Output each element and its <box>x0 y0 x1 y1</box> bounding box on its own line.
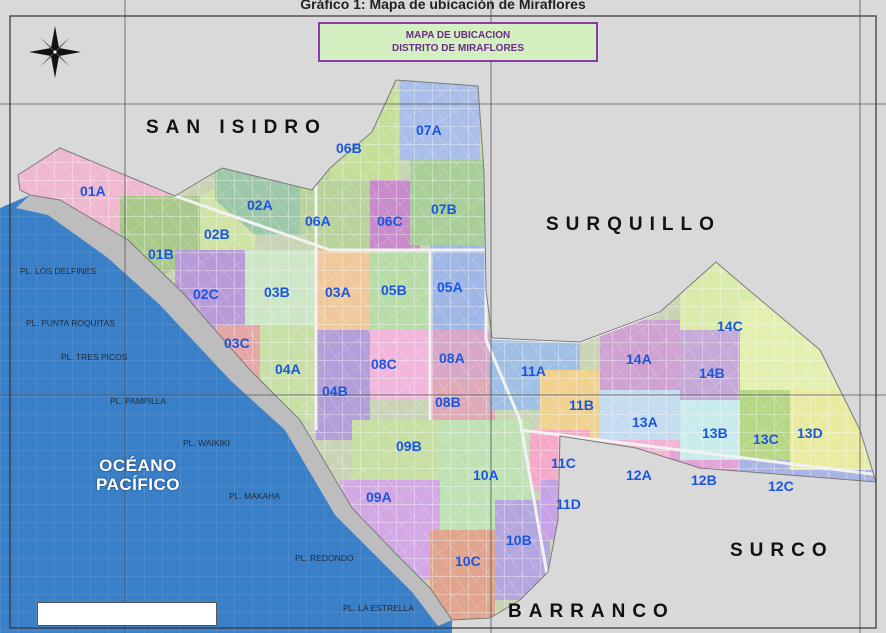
beach-label-la-estrella: PL. LA ESTRELLA <box>343 603 414 613</box>
beach-label-redondo: PL. REDONDO <box>295 553 354 563</box>
north-arrow-compass-rose-icon <box>29 26 81 78</box>
zone-label: 08C <box>371 356 397 372</box>
zone-label: 12B <box>691 472 717 488</box>
zone-label: 04B <box>322 383 348 399</box>
beach-label-punta-roquitas: PL. PUNTA ROQUITAS <box>26 318 115 328</box>
ocean-waves <box>0 195 452 633</box>
zone-label: 03B <box>264 284 290 300</box>
zone-label: 11D <box>556 496 581 512</box>
map-title-line-2: DISTRITO DE MIRAFLORES <box>391 43 525 54</box>
zone-label: 05B <box>381 282 407 298</box>
top-caption: Gráfico 1: Mapa de ubicación de Miraflor… <box>300 0 586 12</box>
district-label-surquillo: SURQUILLO <box>546 214 721 235</box>
zone-label: 10C <box>455 553 481 569</box>
coastal-strip <box>16 195 452 626</box>
map-frame <box>9 15 877 629</box>
zone-label: 11B <box>569 397 594 413</box>
beach-label-tres-picos: PL. TRES PICOS <box>61 352 128 362</box>
zone-label: 04A <box>275 361 301 377</box>
zone-label: 09A <box>366 489 392 505</box>
zone-label: 03A <box>325 284 351 300</box>
beach-label-pampilla: PL. PAMPILLA <box>110 396 167 406</box>
district-label-san-isidro: SAN ISIDRO <box>146 117 327 138</box>
beach-label-makaha: PL. MAKAHA <box>229 491 281 501</box>
zone-label: 06A <box>305 213 331 229</box>
district-label-barranco: BARRANCO <box>508 601 675 622</box>
zone-label: 02A <box>247 197 273 213</box>
zone-label: 13C <box>753 431 779 447</box>
ocean-label-line-2: PACÍFICO <box>96 475 180 494</box>
zone-label: 10A <box>473 467 499 483</box>
zone-label: 14B <box>699 365 725 381</box>
zone-label: 13D <box>797 425 823 441</box>
zone-label: 07B <box>431 201 457 217</box>
zone-label: 13A <box>632 414 658 430</box>
zone-label: 06C <box>377 213 403 229</box>
zone-label: 08B <box>435 394 461 410</box>
zone-label: 06B <box>336 140 362 156</box>
zone-label: 01A <box>80 183 106 199</box>
zone-label: 14A <box>626 351 652 367</box>
beach-label-los-delfines: PL. LOS DELFINES <box>20 266 97 276</box>
zone-label: 13B <box>702 425 728 441</box>
map-title-box: MAPA DE UBICACION DISTRITO DE MIRAFLORES <box>318 22 598 62</box>
zone-label: 08A <box>439 350 465 366</box>
zone-label: 09B <box>396 438 422 454</box>
ocean-label: OCÉANO PACÍFICO <box>96 456 180 494</box>
zone-label: 12C <box>768 478 794 494</box>
zone-label: 11A <box>521 363 546 379</box>
beach-label-waikiki: PL. WAIKIKI <box>183 438 230 448</box>
zone-label: 03C <box>224 335 250 351</box>
zone-label: 02B <box>204 226 230 242</box>
zone-label: 05A <box>437 279 463 295</box>
map-title-line-1: MAPA DE UBICACION <box>405 30 511 41</box>
zone-label: 14C <box>717 318 743 334</box>
zone-label: 01B <box>148 246 174 262</box>
ocean-label-line-1: OCÉANO <box>99 456 177 475</box>
scale-bar <box>37 602 217 626</box>
zone-label: 10B <box>506 532 532 548</box>
zone-label: 07A <box>416 122 442 138</box>
zone-label: 11C <box>551 455 576 471</box>
zone-label: 12A <box>626 467 652 483</box>
zone-label: 02C <box>193 286 219 302</box>
district-label-surco: SURCO <box>730 540 834 561</box>
